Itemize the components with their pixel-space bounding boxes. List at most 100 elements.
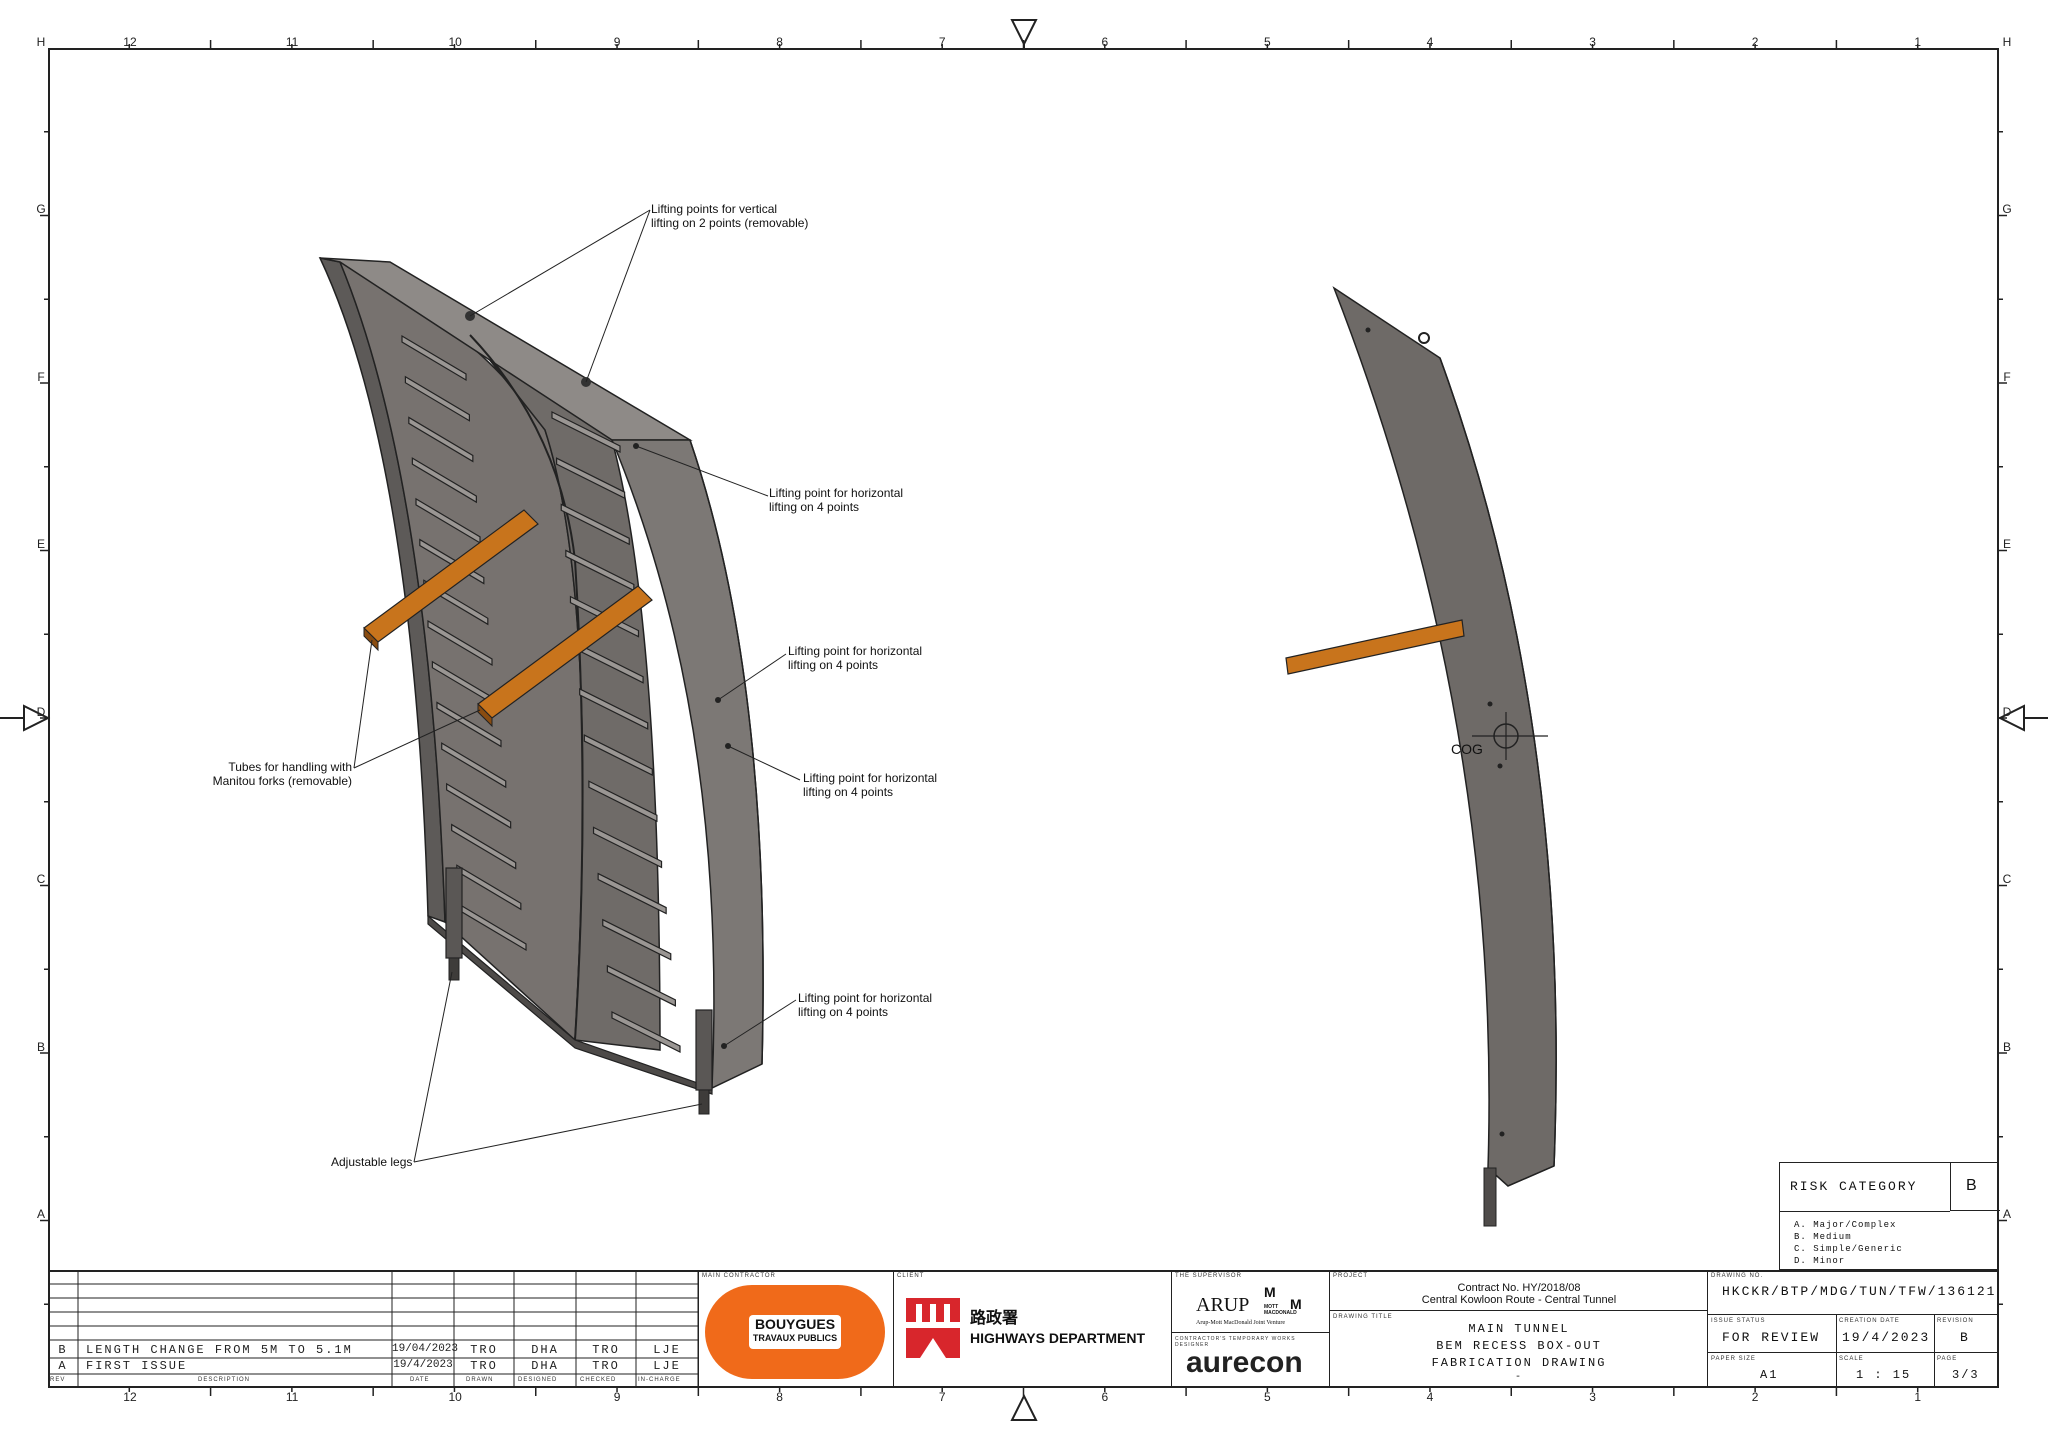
grid-col-top-2: 2 [1751, 35, 1759, 49]
drawing-title-2: BEM RECESS BOX-OUT [1436, 1339, 1602, 1353]
risk-option-d: D. Minor [1794, 1256, 1846, 1266]
rev-row-a-checked: TRO [592, 1359, 620, 1373]
risk-option-list: A. Major/Complex B. Medium C. Simple/Gen… [1794, 1219, 1903, 1267]
rev-header-designed: DESIGNED [518, 1377, 558, 1383]
rev-header-checked: CHECKED [580, 1377, 617, 1383]
title-block [48, 1270, 1999, 1388]
main-contractor-label: MAIN CONTRACTOR [702, 1273, 776, 1279]
client-cell: CLIENT 路政署 HIGHWAYS DEPARTMENT [894, 1270, 1172, 1388]
grid-col-bottom-1: 1 [1914, 1390, 1922, 1404]
grid-col-bottom-6: 6 [1101, 1390, 1109, 1404]
rev-row-a-date: 19/4/2023 [393, 1359, 453, 1371]
rev-header-drawn: DRAWN [466, 1377, 494, 1383]
issue-status: FOR REVIEW [1722, 1330, 1821, 1345]
grid-col-bottom-10: 10 [448, 1390, 462, 1404]
project-contract: Contract No. HY/2018/08 [1457, 1282, 1581, 1294]
creation-date: 19/4/2023 [1842, 1330, 1931, 1345]
grid-row-right-D: D [2002, 704, 2012, 719]
rev-header-in-charge: IN-CHARGE [638, 1377, 681, 1383]
revision-value: B [1960, 1330, 1970, 1345]
issue-status-label: ISSUE STATUS [1711, 1318, 1766, 1324]
bouygues-name: BOUYGUES [754, 1316, 836, 1332]
rev-row-b-description: LENGTH CHANGE FROM 5M TO 5.1M [86, 1343, 353, 1357]
risk-option-c: C. Simple/Generic [1794, 1244, 1903, 1254]
grid-col-bottom-11: 11 [285, 1390, 299, 1404]
note-horizontal-lifting-3: Lifting point for horizontal lifting on … [803, 771, 938, 799]
grid-row-right-G: G [2002, 202, 2012, 217]
grid-col-top-6: 6 [1101, 35, 1109, 49]
grid-col-bottom-3: 3 [1589, 1390, 1596, 1404]
page-label: PAGE [1937, 1356, 1958, 1362]
grid-col-top-11: 11 [285, 35, 299, 49]
paper-size: A1 [1760, 1368, 1779, 1382]
rev-header-date: DATE [410, 1377, 430, 1383]
project-name: Central Kowloon Route - Central Tunnel [1421, 1294, 1617, 1306]
grid-col-top-12: 12 [123, 35, 137, 49]
rev-header-description: DESCRIPTION [198, 1377, 251, 1383]
project-label: PROJECT [1333, 1273, 1369, 1279]
rev-row-b-in-charge: LJE [653, 1343, 681, 1357]
grid-col-top-4: 4 [1426, 35, 1434, 49]
drawing-info-cell: DRAWING NO. HKCKR/BTP/MDG/TUN/TFW/136121… [1708, 1270, 1999, 1388]
grid-col-top-1: 1 [1914, 35, 1922, 49]
page-value: 3/3 [1952, 1368, 1980, 1382]
designer-label: CONTRACTOR'S TEMPORARY WORKS DESIGNER [1175, 1336, 1296, 1348]
note-tubes: Tubes for handling with Manitou forks (r… [212, 760, 352, 788]
paper-size-label: PAPER SIZE [1711, 1356, 1756, 1362]
mott-m2: M [1290, 1296, 1302, 1312]
scale-label: SCALE [1839, 1356, 1864, 1362]
grid-col-top-5: 5 [1264, 35, 1271, 49]
supervisor-cell: THE SUPERVISOR ARUP M M MOTT MACDONALD A… [1172, 1270, 1330, 1388]
bottom-centering-arrow [1010, 1393, 1038, 1421]
grid-row-left-E: E [36, 537, 45, 552]
bouygues-logo: BOUYGUES TRAVAUX PUBLICS [705, 1285, 885, 1379]
rev-row-a-description: FIRST ISSUE [86, 1359, 188, 1373]
grid-row-left-G: G [36, 202, 46, 217]
drawing-number: HKCKR/BTP/MDG/TUN/TFW/136121 [1722, 1284, 1997, 1299]
note-horizontal-lifting-4: Lifting point for horizontal lifting on … [798, 991, 933, 1019]
scale-value: 1 : 15 [1856, 1368, 1912, 1382]
grid-row-left-A: A [36, 1207, 45, 1222]
hyd-logo [906, 1298, 960, 1358]
grid-row-right-F: F [2003, 369, 2011, 384]
drawing-title-4: - [1514, 1372, 1523, 1383]
grid-row-right-B: B [2002, 1039, 2011, 1054]
drawing-title-label: DRAWING TITLE [1333, 1314, 1393, 1320]
hyd-chinese-name: 路政署 [970, 1308, 1019, 1327]
rev-row-a-rev: A [58, 1359, 68, 1373]
note-horizontal-lifting-1: Lifting point for horizontal lifting on … [769, 486, 904, 514]
grid-col-top-7: 7 [938, 35, 946, 49]
grid-row-left-C: C [36, 872, 46, 887]
main-contractor-cell: MAIN CONTRACTOR BOUYGUES TRAVAUX PUBLICS [698, 1270, 894, 1388]
drawing-title-3: FABRICATION DRAWING [1431, 1356, 1607, 1370]
grid-col-top-9: 9 [613, 35, 621, 49]
risk-category-box: RISK CATEGORY B A. Major/Complex B. Medi… [1779, 1162, 2000, 1270]
grid-col-top-3: 3 [1589, 35, 1596, 49]
grid-col-top-8: 8 [776, 35, 783, 49]
drawing-no-label: DRAWING NO. [1711, 1273, 1764, 1279]
grid-row-right-H: H [2002, 34, 2012, 49]
hyd-english-name: HIGHWAYS DEPARTMENT [970, 1330, 1146, 1346]
grid-col-bottom-2: 2 [1751, 1390, 1759, 1404]
grid-col-top-10: 10 [448, 35, 462, 49]
rev-row-b-designed: DHA [531, 1343, 559, 1357]
revision-label: REVISION [1937, 1318, 1974, 1324]
drawing-title-1: MAIN TUNNEL [1468, 1322, 1570, 1336]
arup-logo: ARUP [1196, 1294, 1250, 1316]
grid-row-right-E: E [2002, 537, 2011, 552]
rev-row-a-in-charge: LJE [653, 1359, 681, 1373]
rev-row-b-drawn: TRO [470, 1343, 498, 1357]
risk-option-b: B. Medium [1794, 1232, 1852, 1242]
aurecon-logo: aurecon [1186, 1346, 1303, 1379]
risk-option-a: A. Major/Complex [1794, 1220, 1897, 1230]
revision-table-grid [48, 1270, 698, 1388]
note-horizontal-lifting-2: Lifting point for horizontal lifting on … [788, 644, 923, 672]
cog-label: COG [1451, 741, 1483, 757]
risk-category-title: RISK CATEGORY [1790, 1179, 1918, 1194]
project-cell: PROJECT Contract No. HY/2018/08 Central … [1330, 1270, 1708, 1388]
top-centering-arrow [1010, 19, 1038, 47]
rev-row-b-checked: TRO [592, 1343, 620, 1357]
